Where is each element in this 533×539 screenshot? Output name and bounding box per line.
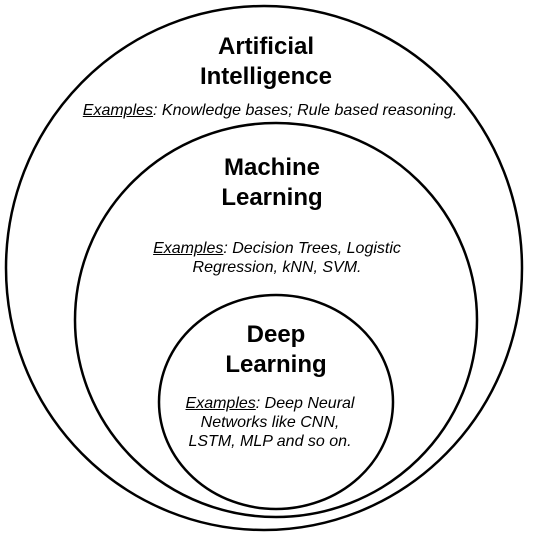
ai-title-line2: Intelligence: [199, 63, 333, 90]
ml-examples-label: Examples: [153, 240, 224, 257]
dl-title-line2: Learning: [225, 351, 327, 378]
dl-title: Deep Learning: [176, 320, 376, 380]
ai-circle: [4, 4, 524, 532]
ml-title-line1: Machine: [223, 154, 321, 181]
ml-title: Machine Learning: [172, 153, 372, 213]
ml-examples: Examples: Decision Trees, Logistic Regre…: [146, 239, 408, 277]
ml-title-line2: Learning: [221, 184, 323, 211]
dl-circle: [157, 293, 395, 511]
dl-examples-text: : Deep Neural Networks like CNN, LSTM, M…: [188, 395, 355, 450]
dl-examples: Examples: Deep Neural Networks like CNN,…: [178, 394, 362, 451]
dl-examples-label: Examples: [185, 395, 256, 412]
ai-title-line1: Artificial: [217, 33, 315, 60]
ai-examples: Examples: Knowledge bases; Rule based re…: [40, 101, 500, 120]
ai-title: Artificial Intelligence: [166, 32, 366, 92]
ml-examples-text: : Decision Trees, Logistic Regression, k…: [192, 240, 401, 276]
dl-title-line1: Deep: [246, 321, 306, 348]
ai-examples-label: Examples: [82, 102, 154, 119]
ai-examples-text: : Knowledge bases; Rule based reasoning.: [153, 102, 458, 119]
ml-circle: [73, 121, 479, 519]
